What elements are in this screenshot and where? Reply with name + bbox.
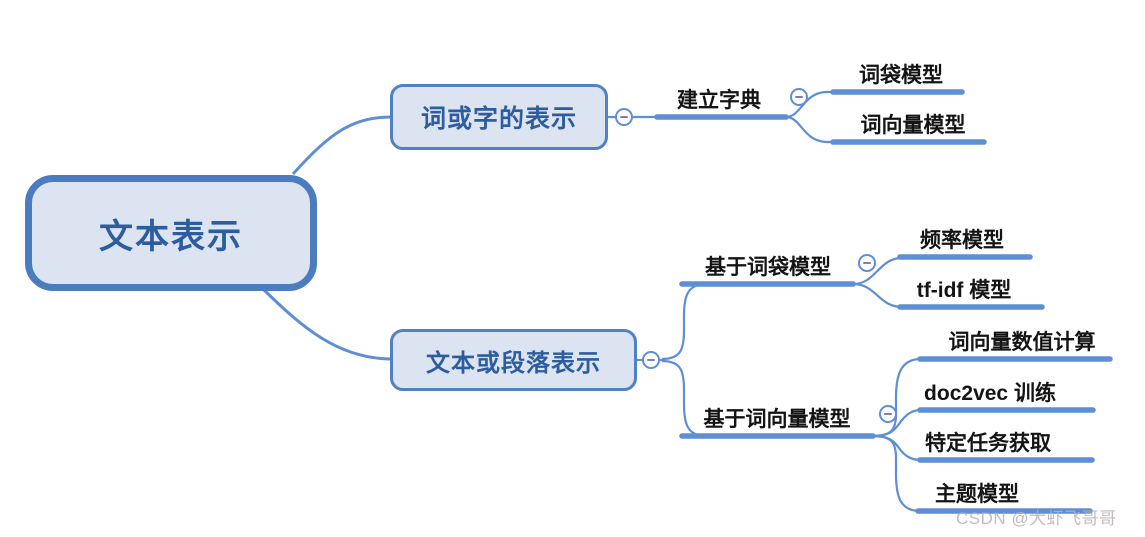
topic-root[interactable]: 文本表示 xyxy=(25,175,317,291)
curve-root-to-text-para xyxy=(261,287,393,361)
topic-word-char[interactable]: 词或字的表示 xyxy=(390,84,608,150)
minus-icon xyxy=(884,413,892,415)
topic-task-specific[interactable]: 特定任务获取 xyxy=(925,432,1051,455)
topic-text-para[interactable]: 文本或段落表示 xyxy=(390,329,637,391)
topic-doc2vec-train[interactable]: doc2vec 训练 xyxy=(924,382,1056,405)
collapse-button-word-char[interactable] xyxy=(615,108,633,126)
curve-root-to-word-char xyxy=(291,115,393,176)
topic-root-label: 文本表示 xyxy=(99,217,243,256)
topic-based-bow[interactable]: 基于词袋模型 xyxy=(705,256,831,279)
curve-to-wordvec-model xyxy=(785,115,835,144)
topic-word-char-label: 词或字的表示 xyxy=(420,105,577,133)
collapse-button-based-wordvec[interactable] xyxy=(879,405,897,423)
minus-icon xyxy=(863,262,871,264)
curve-to-doc2vec-train xyxy=(872,408,922,438)
topic-bow-model[interactable]: 词袋模型 xyxy=(859,64,943,87)
collapse-button-based-bow[interactable] xyxy=(858,254,876,272)
minus-icon xyxy=(647,359,655,361)
minus-icon xyxy=(620,116,628,118)
topic-build-dict[interactable]: 建立字典 xyxy=(677,89,761,112)
topic-wv-numeric-calc[interactable]: 词向量数值计算 xyxy=(948,331,1096,354)
topic-wordvec-model[interactable]: 词向量模型 xyxy=(860,114,966,137)
curve-to-based-bow xyxy=(661,282,707,361)
minus-icon xyxy=(795,96,803,98)
topic-based-wordvec[interactable]: 基于词向量模型 xyxy=(703,408,851,431)
watermark: CSDN @大虾飞哥哥 xyxy=(956,509,1117,528)
topic-freq-model[interactable]: 频率模型 xyxy=(920,229,1004,252)
topic-text-para-label: 文本或段落表示 xyxy=(426,349,601,377)
curve-to-topic-model xyxy=(872,434,921,513)
curve-to-wv-numeric-calc xyxy=(872,357,922,438)
curve-to-tfidf-model xyxy=(852,282,902,309)
curve-to-based-wordvec xyxy=(661,359,707,438)
curve-to-freq-model xyxy=(852,256,902,286)
collapse-button-build-dict[interactable] xyxy=(790,88,808,106)
topic-tfidf-model[interactable]: tf-idf 模型 xyxy=(916,279,1012,302)
collapse-button-text-para[interactable] xyxy=(642,351,660,369)
topic-topic-model[interactable]: 主题模型 xyxy=(935,483,1019,506)
